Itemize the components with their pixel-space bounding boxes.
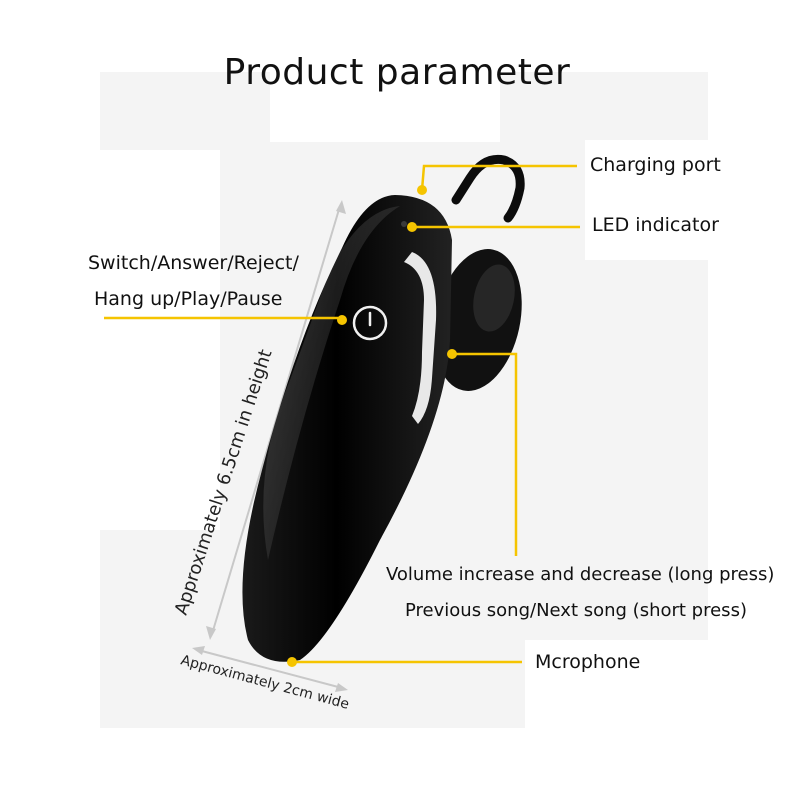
label-microphone: Mcrophone	[535, 651, 641, 673]
headset-trim	[404, 252, 437, 424]
callout-led-indicator	[407, 222, 580, 232]
callout-power-button	[104, 315, 347, 325]
callout-charging-port	[417, 164, 577, 195]
earbud-tip	[473, 264, 515, 332]
led-icon	[401, 221, 407, 227]
power-button	[352, 305, 388, 341]
earhook	[451, 154, 525, 223]
label-volume-line2: Previous song/Next song (short press)	[405, 600, 747, 621]
label-switch-line2: Hang up/Play/Pause	[94, 288, 283, 310]
label-backdrop-bottom	[525, 640, 708, 728]
label-backdrop-left	[100, 150, 220, 530]
width-dimension-arrow	[192, 646, 348, 692]
label-switch-line1: Switch/Answer/Reject/	[88, 252, 299, 274]
headset-body	[242, 195, 452, 662]
callout-microphone	[287, 657, 522, 667]
label-backdrop-right	[585, 140, 708, 260]
body-sheen	[263, 206, 400, 560]
callout-volume	[447, 349, 518, 556]
label-charging-port: Charging port	[590, 154, 721, 176]
label-volume-line1: Volume increase and decrease (long press…	[386, 564, 775, 585]
title-backdrop	[270, 72, 500, 142]
page-title: Product parameter	[223, 52, 571, 93]
label-led-indicator: LED indicator	[592, 214, 719, 236]
